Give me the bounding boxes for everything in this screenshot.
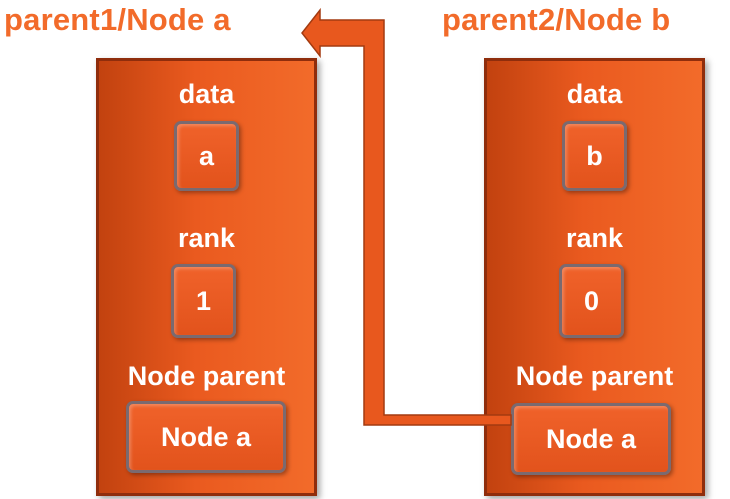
data-label: data	[566, 79, 623, 109]
data-value-box: a	[174, 121, 239, 191]
node-b-box: data b rank 0 Node parent Node a	[484, 58, 705, 496]
rank-label: rank	[177, 223, 236, 253]
parent-label: Node parent	[515, 361, 674, 391]
rank-value-box: 1	[171, 264, 236, 338]
parent-label: Node parent	[127, 361, 286, 391]
node-b-title: parent2/Node b	[442, 2, 671, 37]
node-a-box: data a rank 1 Node parent Node a	[96, 58, 317, 496]
node-a-title: parent1/Node a	[4, 2, 231, 37]
rank-label: rank	[565, 223, 624, 253]
data-value-box: b	[562, 121, 627, 191]
data-label: data	[178, 79, 235, 109]
parent-value-box: Node a	[126, 401, 286, 473]
arrow-shape	[301, 7, 512, 426]
rank-value-box: 0	[559, 264, 624, 338]
parent-value-box: Node a	[511, 403, 671, 475]
